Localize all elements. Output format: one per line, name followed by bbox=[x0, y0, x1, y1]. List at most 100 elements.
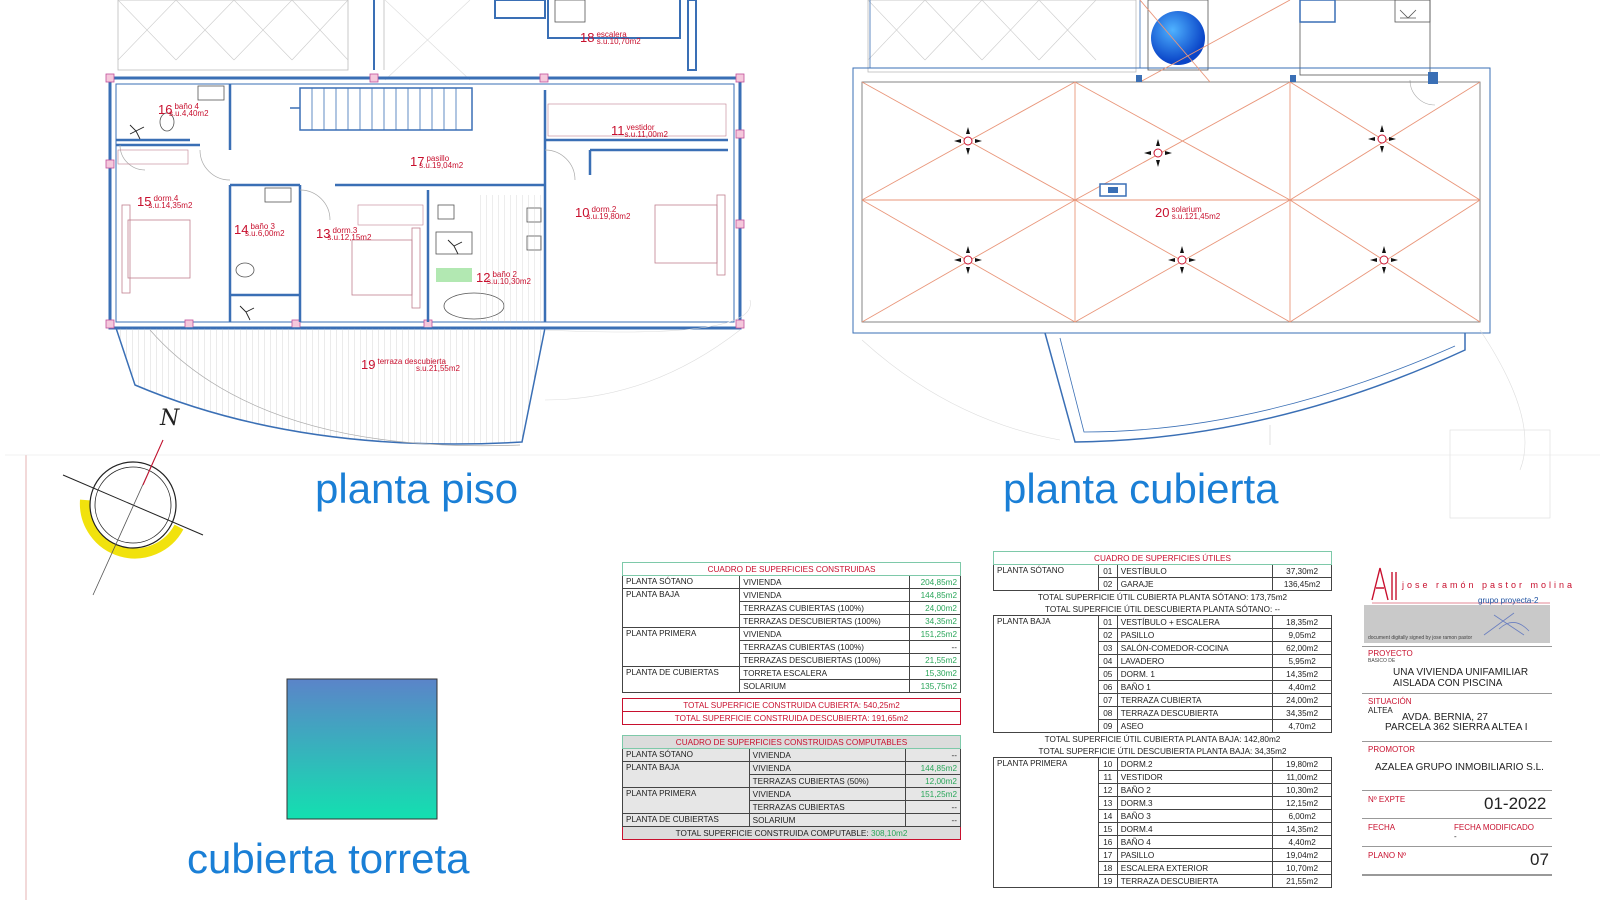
row-number: 10 bbox=[1097, 757, 1118, 771]
total-row: TOTAL SUPERFICIE CONSTRUIDA CUBIERTA: 54… bbox=[622, 698, 961, 712]
title-planta-piso: planta piso bbox=[315, 465, 519, 512]
torreta-roof bbox=[286, 678, 438, 820]
room-name: baño 3 bbox=[250, 222, 275, 231]
row-value: -- bbox=[904, 800, 962, 814]
row-value: -- bbox=[909, 640, 961, 654]
table-header-row: CUADRO DE SUPERFICIES CONSTRUIDAS COMPUT… bbox=[622, 735, 961, 749]
room-number: 18 bbox=[580, 30, 595, 45]
row-concept: TERRAZAS CUBIERTAS bbox=[748, 800, 906, 814]
row-number: 09 bbox=[1097, 719, 1118, 733]
room-number: 14 bbox=[234, 222, 249, 237]
row-concept: VESTÍBULO + ESCALERA bbox=[1116, 615, 1274, 629]
row-value: 4,40m2 bbox=[1272, 680, 1332, 694]
row-number: 13 bbox=[1097, 796, 1118, 810]
row-number: 01 bbox=[1097, 615, 1118, 629]
row-concept: BAÑO 4 bbox=[1116, 835, 1274, 849]
sep bbox=[1362, 846, 1552, 847]
table-header: CUADRO DE SUPERFICIES ÚTILES bbox=[993, 551, 1332, 565]
row-concept: VIVIENDA bbox=[748, 787, 906, 801]
room-area: s.u.21,55m2 bbox=[415, 364, 460, 373]
row-concept: TERRAZAS DESCUBIERTAS (100%) bbox=[739, 653, 910, 667]
row-concept: GARAJE bbox=[1116, 577, 1274, 591]
table-header-row: CUADRO DE SUPERFICIES CONSTRUIDAS bbox=[622, 562, 961, 576]
row-concept: LAVADERO bbox=[1116, 654, 1274, 668]
total-row: TOTAL SUPERFICIE ÚTIL CUBIERTA PLANTA SÓ… bbox=[993, 590, 1332, 603]
row-value: 136,45m2 bbox=[1272, 577, 1332, 591]
room-name: dorm.3 bbox=[332, 226, 358, 235]
proyecto-sub: BASICO DE bbox=[1368, 658, 1396, 664]
room-name: baño 2 bbox=[492, 270, 517, 279]
logo: jose ramón pastor molina grupo proyecta-… bbox=[1366, 560, 1572, 605]
promotor-label: PROMOTOR bbox=[1368, 745, 1415, 754]
row-value: 18,35m2 bbox=[1272, 615, 1332, 629]
sep bbox=[1362, 693, 1552, 694]
total-text: TOTAL SUPERFICIE CONSTRUIDA COMPUTABLE: … bbox=[622, 826, 961, 840]
group-name: PLANTA SÓTANO bbox=[621, 575, 741, 589]
row-value: 144,85m2 bbox=[904, 761, 962, 775]
room-area: s.u.6,00m2 bbox=[244, 229, 285, 238]
row-concept: PASILLO bbox=[1116, 628, 1274, 642]
room-number: 20 bbox=[1155, 205, 1170, 220]
row-value: 11,00m2 bbox=[1272, 770, 1332, 784]
group-name: PLANTA DE CUBIERTAS bbox=[621, 666, 741, 693]
row-value: 34,35m2 bbox=[909, 614, 961, 628]
row-concept: SOLARIUM bbox=[748, 813, 906, 827]
room-area: s.u.4,40m2 bbox=[168, 109, 209, 118]
row-value: 21,55m2 bbox=[1272, 874, 1332, 888]
row-value: 19,04m2 bbox=[1272, 848, 1332, 862]
row-number: 06 bbox=[1097, 680, 1118, 694]
row-value: 10,30m2 bbox=[1272, 783, 1332, 797]
row-number: 02 bbox=[1097, 628, 1118, 642]
expte-label: Nº EXPTE bbox=[1368, 795, 1406, 804]
table-header: CUADRO DE SUPERFICIES CONSTRUIDAS COMPUT… bbox=[622, 735, 961, 749]
table-header: CUADRO DE SUPERFICIES CONSTRUIDAS bbox=[622, 562, 961, 576]
fecha-modificado-label: FECHA MODIFICADO bbox=[1454, 823, 1535, 832]
room-area: s.u.19,04m2 bbox=[419, 161, 464, 170]
row-number: 07 bbox=[1097, 693, 1118, 707]
row-concept: DORM.4 bbox=[1116, 822, 1274, 836]
table-row: TERRAZAS CUBIERTAS (100%)-- bbox=[623, 640, 961, 654]
room-area: s.u.10,30m2 bbox=[486, 277, 531, 286]
room-name: pasillo bbox=[426, 154, 450, 163]
row-value: 4,70m2 bbox=[1272, 719, 1332, 733]
row-concept: TERRAZA DESCUBIERTA bbox=[1116, 874, 1274, 888]
row-value: 10,70m2 bbox=[1272, 861, 1332, 875]
title-cubierta-torreta: cubierta torreta bbox=[187, 835, 470, 882]
row-value: -- bbox=[904, 813, 962, 827]
table-row: TERRAZAS CUBIERTAS (100%)24,00m2 bbox=[623, 601, 961, 615]
situacion-line-1: AVDA. BERNIA, 27 bbox=[1402, 712, 1488, 723]
room-name: dorm.2 bbox=[591, 205, 617, 214]
row-concept: BAÑO 3 bbox=[1116, 809, 1274, 823]
row-number: 04 bbox=[1097, 654, 1118, 668]
row-number: 15 bbox=[1097, 822, 1118, 836]
room-area: s.u.12,15m2 bbox=[327, 233, 372, 242]
room-name: solarium bbox=[1171, 205, 1202, 214]
plan-planta-piso bbox=[105, 0, 751, 447]
row-value: 151,25m2 bbox=[909, 627, 961, 641]
row-concept: ASEO bbox=[1116, 719, 1274, 733]
group-name: PLANTA BAJA bbox=[993, 615, 1099, 733]
group-name: PLANTA SÓTANO bbox=[993, 564, 1099, 591]
room-area: s.u.121,45m2 bbox=[1171, 212, 1221, 221]
proyecto-line-1: UNA VIVIENDA UNIFAMILIAR bbox=[1393, 667, 1529, 678]
row-value: 9,05m2 bbox=[1272, 628, 1332, 642]
row-concept: BAÑO 1 bbox=[1116, 680, 1274, 694]
room-number: 16 bbox=[158, 102, 173, 117]
signed-note: document digitally signed by jose ramon … bbox=[1368, 635, 1473, 641]
proyecto-line-2: AISLADA CON PISCINA bbox=[1393, 678, 1503, 689]
row-concept: TERRAZAS CUBIERTAS (50%) bbox=[748, 774, 906, 788]
row-value: 34,35m2 bbox=[1272, 706, 1332, 720]
